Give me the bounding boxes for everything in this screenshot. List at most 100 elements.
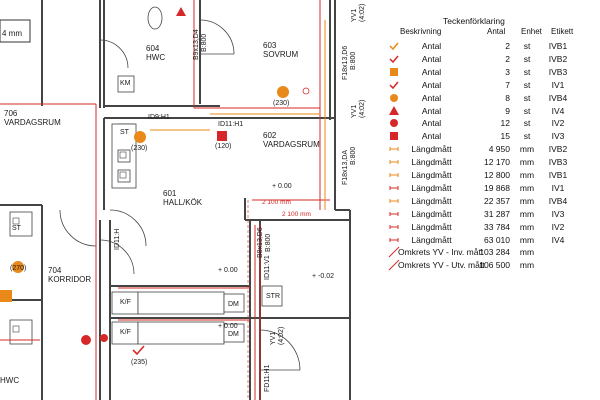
- legend-antal: 7: [505, 79, 510, 90]
- label-270: (270): [10, 265, 26, 272]
- legend-enhet: mm: [519, 247, 535, 258]
- legend-enhet: mm: [519, 157, 535, 168]
- legend-antal: 33 784: [484, 221, 510, 232]
- legend-etikett: IV4: [551, 105, 565, 116]
- legend-symbol-icon: [388, 40, 402, 52]
- tag-st-1: ST: [120, 129, 130, 136]
- tag-id9h1: ID9:H1: [148, 114, 170, 121]
- legend-enhet: st: [523, 41, 531, 51]
- legend-symbol-icon: [388, 53, 402, 65]
- legend-symbol-icon: [388, 234, 402, 246]
- legend-enhet: st: [523, 79, 531, 90]
- legend-header-antal: Antal: [487, 27, 506, 36]
- legend-etikett: IV3: [551, 131, 565, 142]
- room-601-name: HALL/KÖK: [163, 198, 203, 207]
- legend-symbol-icon: [388, 182, 402, 194]
- legend-etikett: IV1: [551, 182, 565, 193]
- legend-enhet: st: [523, 118, 531, 129]
- elevation-3: + 0.00: [218, 323, 238, 330]
- legend-desc: Längdmått: [411, 170, 452, 180]
- legend-desc: Längdmått: [411, 208, 452, 219]
- legend-enhet: st: [523, 131, 531, 142]
- elevation-4: + -0.02: [312, 273, 334, 280]
- legend-antal: 106 500: [479, 260, 510, 271]
- legend-symbol-icon: [388, 79, 402, 91]
- legend-row: Längdmått 12 800 mm IVB1: [388, 169, 588, 181]
- legend-title: Teckenförklaring: [443, 16, 505, 26]
- legend-enhet: mm: [519, 195, 535, 206]
- legend-etikett: IV2: [551, 221, 565, 232]
- legend-header-enhet: Enhet: [521, 27, 542, 36]
- legend-antal: 2: [505, 53, 510, 64]
- room-602-number: 602: [263, 131, 277, 140]
- legend-symbol-icon: [388, 246, 402, 258]
- small-squares: [12, 151, 127, 333]
- legend-antal: 15: [500, 131, 510, 142]
- legend-etikett: IVB3: [548, 157, 568, 168]
- legend-etikett: IVB1: [548, 41, 568, 51]
- check-red-icon: [132, 345, 145, 356]
- legend-etikett: IV4: [551, 234, 565, 245]
- tag-yv1-1-code: (4:02): [359, 4, 366, 22]
- room-603-number: 603: [263, 41, 277, 50]
- circle-orange-icon: [134, 131, 146, 143]
- legend-enhet: mm: [519, 234, 535, 245]
- tag-b800-d: B:800: [201, 34, 208, 52]
- legend-desc: Antal: [421, 41, 442, 51]
- legend-antal: 3: [505, 66, 510, 77]
- room-706-name: VARDAGSRUM: [4, 118, 61, 127]
- room-602-name: VARDAGSRUM: [263, 140, 320, 149]
- legend-antal: 12 800: [484, 170, 510, 180]
- circle-red-icon: [81, 335, 91, 345]
- legend-desc: Omkrets YV - Utv. mått: [398, 260, 485, 271]
- legend-header-desc: Beskrivning: [400, 27, 442, 36]
- legend-enhet: st: [523, 66, 531, 77]
- legend-symbol-icon: [388, 169, 402, 181]
- legend-enhet: mm: [519, 170, 535, 180]
- legend-symbol-icon: [388, 221, 402, 233]
- legend-etikett: IVB1: [548, 170, 568, 180]
- dimension-2100-b: 2 100 mm: [262, 199, 291, 206]
- legend-etikett: IV2: [551, 118, 565, 129]
- scale-box: [0, 19, 31, 43]
- circle-orange-icon: [277, 86, 289, 98]
- tag-id11h1: ID11:H1: [218, 121, 243, 128]
- room-604-number: 604: [146, 44, 160, 53]
- legend-symbol-icon: [388, 208, 402, 220]
- legend-antal: 19 868: [484, 182, 510, 193]
- circle-red-icon: [100, 334, 108, 342]
- washer-box: [117, 75, 135, 93]
- room-706-number: 706: [4, 109, 18, 118]
- legend-etikett: IVB2: [548, 53, 568, 64]
- legend-desc: Längdmått: [411, 157, 452, 168]
- legend-symbol-icon: [388, 156, 402, 168]
- legend-enhet: st: [523, 105, 531, 116]
- tag-f18x13-d6: F18x13,D6: [342, 46, 349, 80]
- room-705-name: HWC: [0, 376, 19, 385]
- room-704-number: 704: [48, 266, 62, 275]
- legend-etikett: IV3: [551, 208, 565, 219]
- legend-enhet: mm: [519, 221, 535, 232]
- legend-desc: Antal: [421, 66, 442, 77]
- square-red-icon: [217, 131, 227, 141]
- dimension-2100: 2 100 mm: [282, 211, 311, 218]
- legend-desc: Antal: [421, 92, 442, 103]
- label-230-b: (230): [131, 145, 147, 152]
- legend-desc: Längdmått: [411, 195, 452, 206]
- legend-antal: 9: [505, 105, 510, 116]
- tag-b8x13-d6: B8x13,D6: [257, 227, 264, 258]
- circle-orange-icon: [12, 261, 24, 273]
- legend-symbol-icon: [388, 117, 402, 129]
